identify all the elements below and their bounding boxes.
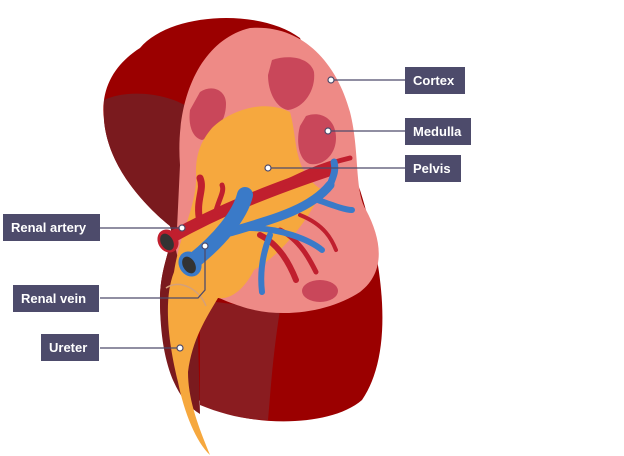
pelvis [167, 106, 322, 455]
label-cortex: Cortex [405, 67, 465, 94]
label-ureter: Ureter [41, 334, 99, 361]
renal-vein-lumen [182, 256, 196, 274]
pelvis-outline-curve [165, 283, 207, 307]
renal-artery-lumen [160, 233, 174, 251]
kidney-outer-midshade [200, 300, 280, 420]
label-pelvis: Pelvis [405, 155, 461, 182]
renal-vein [184, 158, 355, 295]
label-medulla: Medulla [405, 118, 471, 145]
leader-dots [176, 76, 335, 352]
leader-lines [100, 79, 405, 349]
label-renal-vein: Renal vein [13, 285, 99, 312]
label-renal-artery: Renal artery [3, 214, 100, 241]
